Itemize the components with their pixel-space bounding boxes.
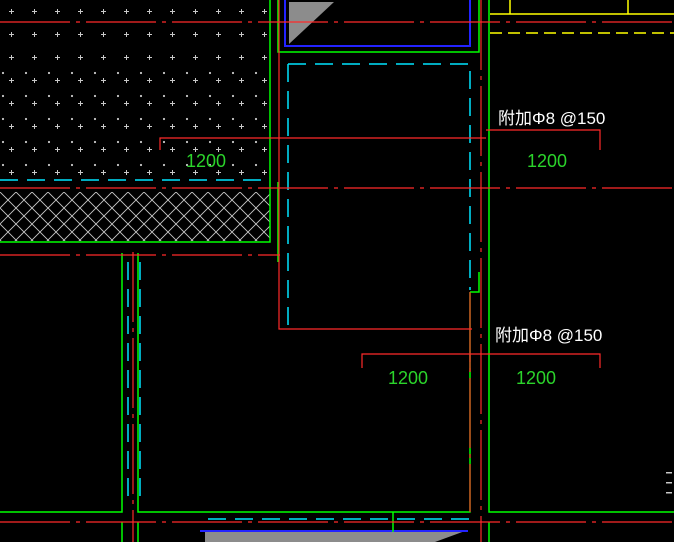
slab-dot-hatch xyxy=(0,70,270,178)
upper-dim-left xyxy=(159,137,486,150)
dimension-upper-left: 1200 xyxy=(186,151,226,171)
beam-section-bottom xyxy=(205,531,465,542)
dimension-upper-right: 1200 xyxy=(527,151,567,171)
upper-dim-right xyxy=(486,129,601,150)
edge-marks xyxy=(666,472,672,494)
dimension-lower-right: 1200 xyxy=(516,368,556,388)
dimension-lower-left: 1200 xyxy=(388,368,428,388)
rebar-note-upper: 附加Φ8 @150 xyxy=(498,109,605,128)
yellow-edge-lines xyxy=(490,0,674,34)
lower-dim-line xyxy=(361,353,601,368)
hidden-lines xyxy=(0,63,471,520)
beam-section-top xyxy=(289,2,334,44)
rebar-note-lower: 附加Φ8 @150 xyxy=(495,326,602,345)
beam-outlines xyxy=(200,0,471,532)
crosshatch-band xyxy=(0,192,270,241)
